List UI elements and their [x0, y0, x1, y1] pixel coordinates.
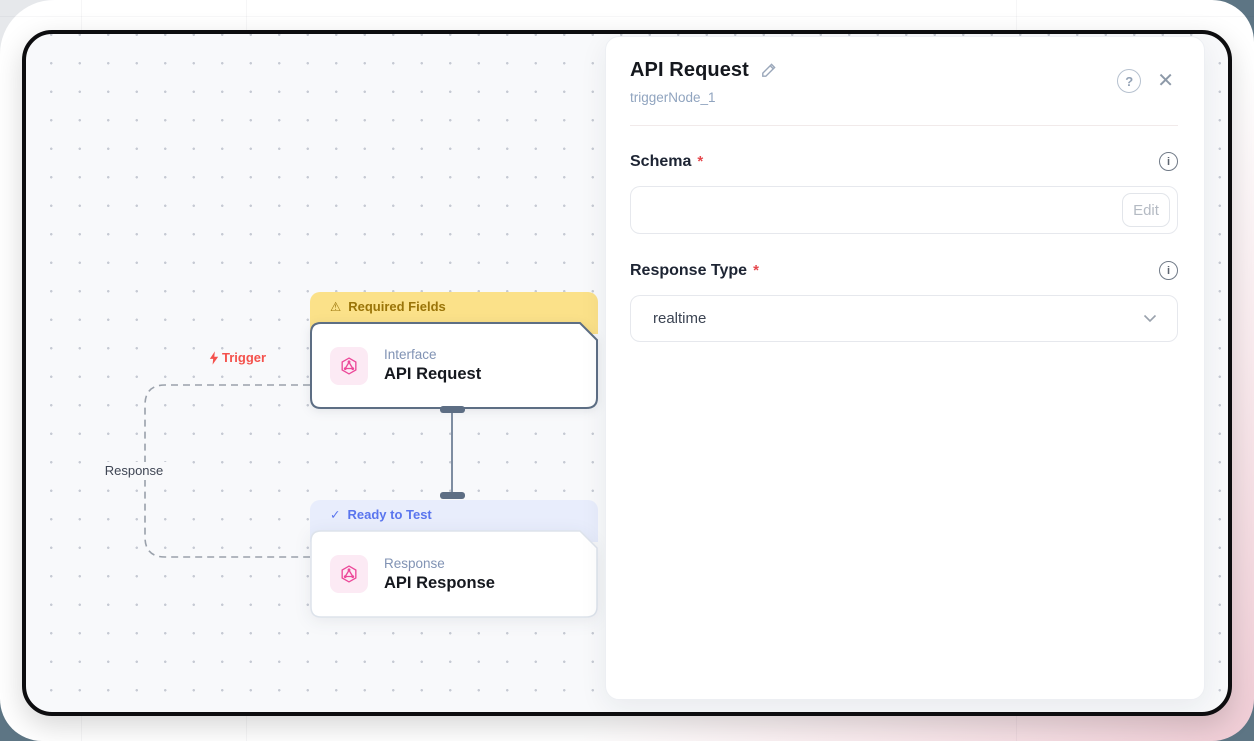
- node-banner-text: Ready to Test: [347, 507, 431, 522]
- chevron-down-icon: [1143, 314, 1157, 323]
- close-icon[interactable]: ✕: [1157, 71, 1174, 91]
- pencil-icon: [759, 61, 778, 80]
- node-banner-text: Required Fields: [348, 299, 446, 314]
- schema-edit-button[interactable]: Edit: [1122, 193, 1170, 227]
- node-api-request[interactable]: Interface API Request: [310, 322, 598, 409]
- check-icon: ✓: [330, 507, 340, 522]
- response-type-value: realtime: [653, 310, 706, 327]
- node-category: Interface: [384, 347, 481, 362]
- response-edge-label: Response: [97, 462, 171, 480]
- response-type-field-header: Response Type * i: [630, 261, 1178, 280]
- schema-label: Schema: [630, 153, 691, 171]
- info-icon[interactable]: i: [1159, 152, 1178, 171]
- background-grid-line: [0, 16, 1254, 17]
- app-window: Trigger Response ⚠ Required Fields: [22, 30, 1232, 716]
- schema-field-header: Schema * i: [630, 152, 1178, 171]
- trigger-edge-label: Trigger: [209, 350, 266, 365]
- lightning-bolt-icon: [209, 351, 219, 365]
- divider: [630, 125, 1178, 126]
- node-category: Response: [384, 556, 495, 571]
- node-api-response[interactable]: Response API Response: [310, 530, 598, 618]
- trigger-edge-label-text: Trigger: [222, 350, 266, 365]
- info-icon[interactable]: i: [1159, 261, 1178, 280]
- response-type-select[interactable]: realtime: [630, 295, 1178, 342]
- panel-header: API Request triggerNode_1 ? ✕: [630, 59, 1178, 105]
- warning-icon: ⚠: [330, 299, 341, 314]
- required-asterisk: *: [697, 153, 703, 170]
- response-type-label: Response Type: [630, 262, 747, 280]
- hexagon-molecule-icon: [339, 564, 359, 584]
- hexagon-molecule-icon: [339, 356, 359, 376]
- required-asterisk: *: [753, 262, 759, 279]
- panel-title: API Request: [630, 59, 749, 82]
- properties-panel: API Request triggerNode_1 ? ✕: [605, 36, 1205, 700]
- node-title: API Response: [384, 574, 495, 593]
- help-icon[interactable]: ?: [1117, 69, 1141, 93]
- node-id-text: triggerNode_1: [630, 90, 778, 105]
- api-node-icon: [330, 555, 368, 593]
- api-node-icon: [330, 347, 368, 385]
- schema-input[interactable]: [630, 186, 1178, 234]
- node-title: API Request: [384, 365, 481, 384]
- rename-button[interactable]: [759, 61, 778, 80]
